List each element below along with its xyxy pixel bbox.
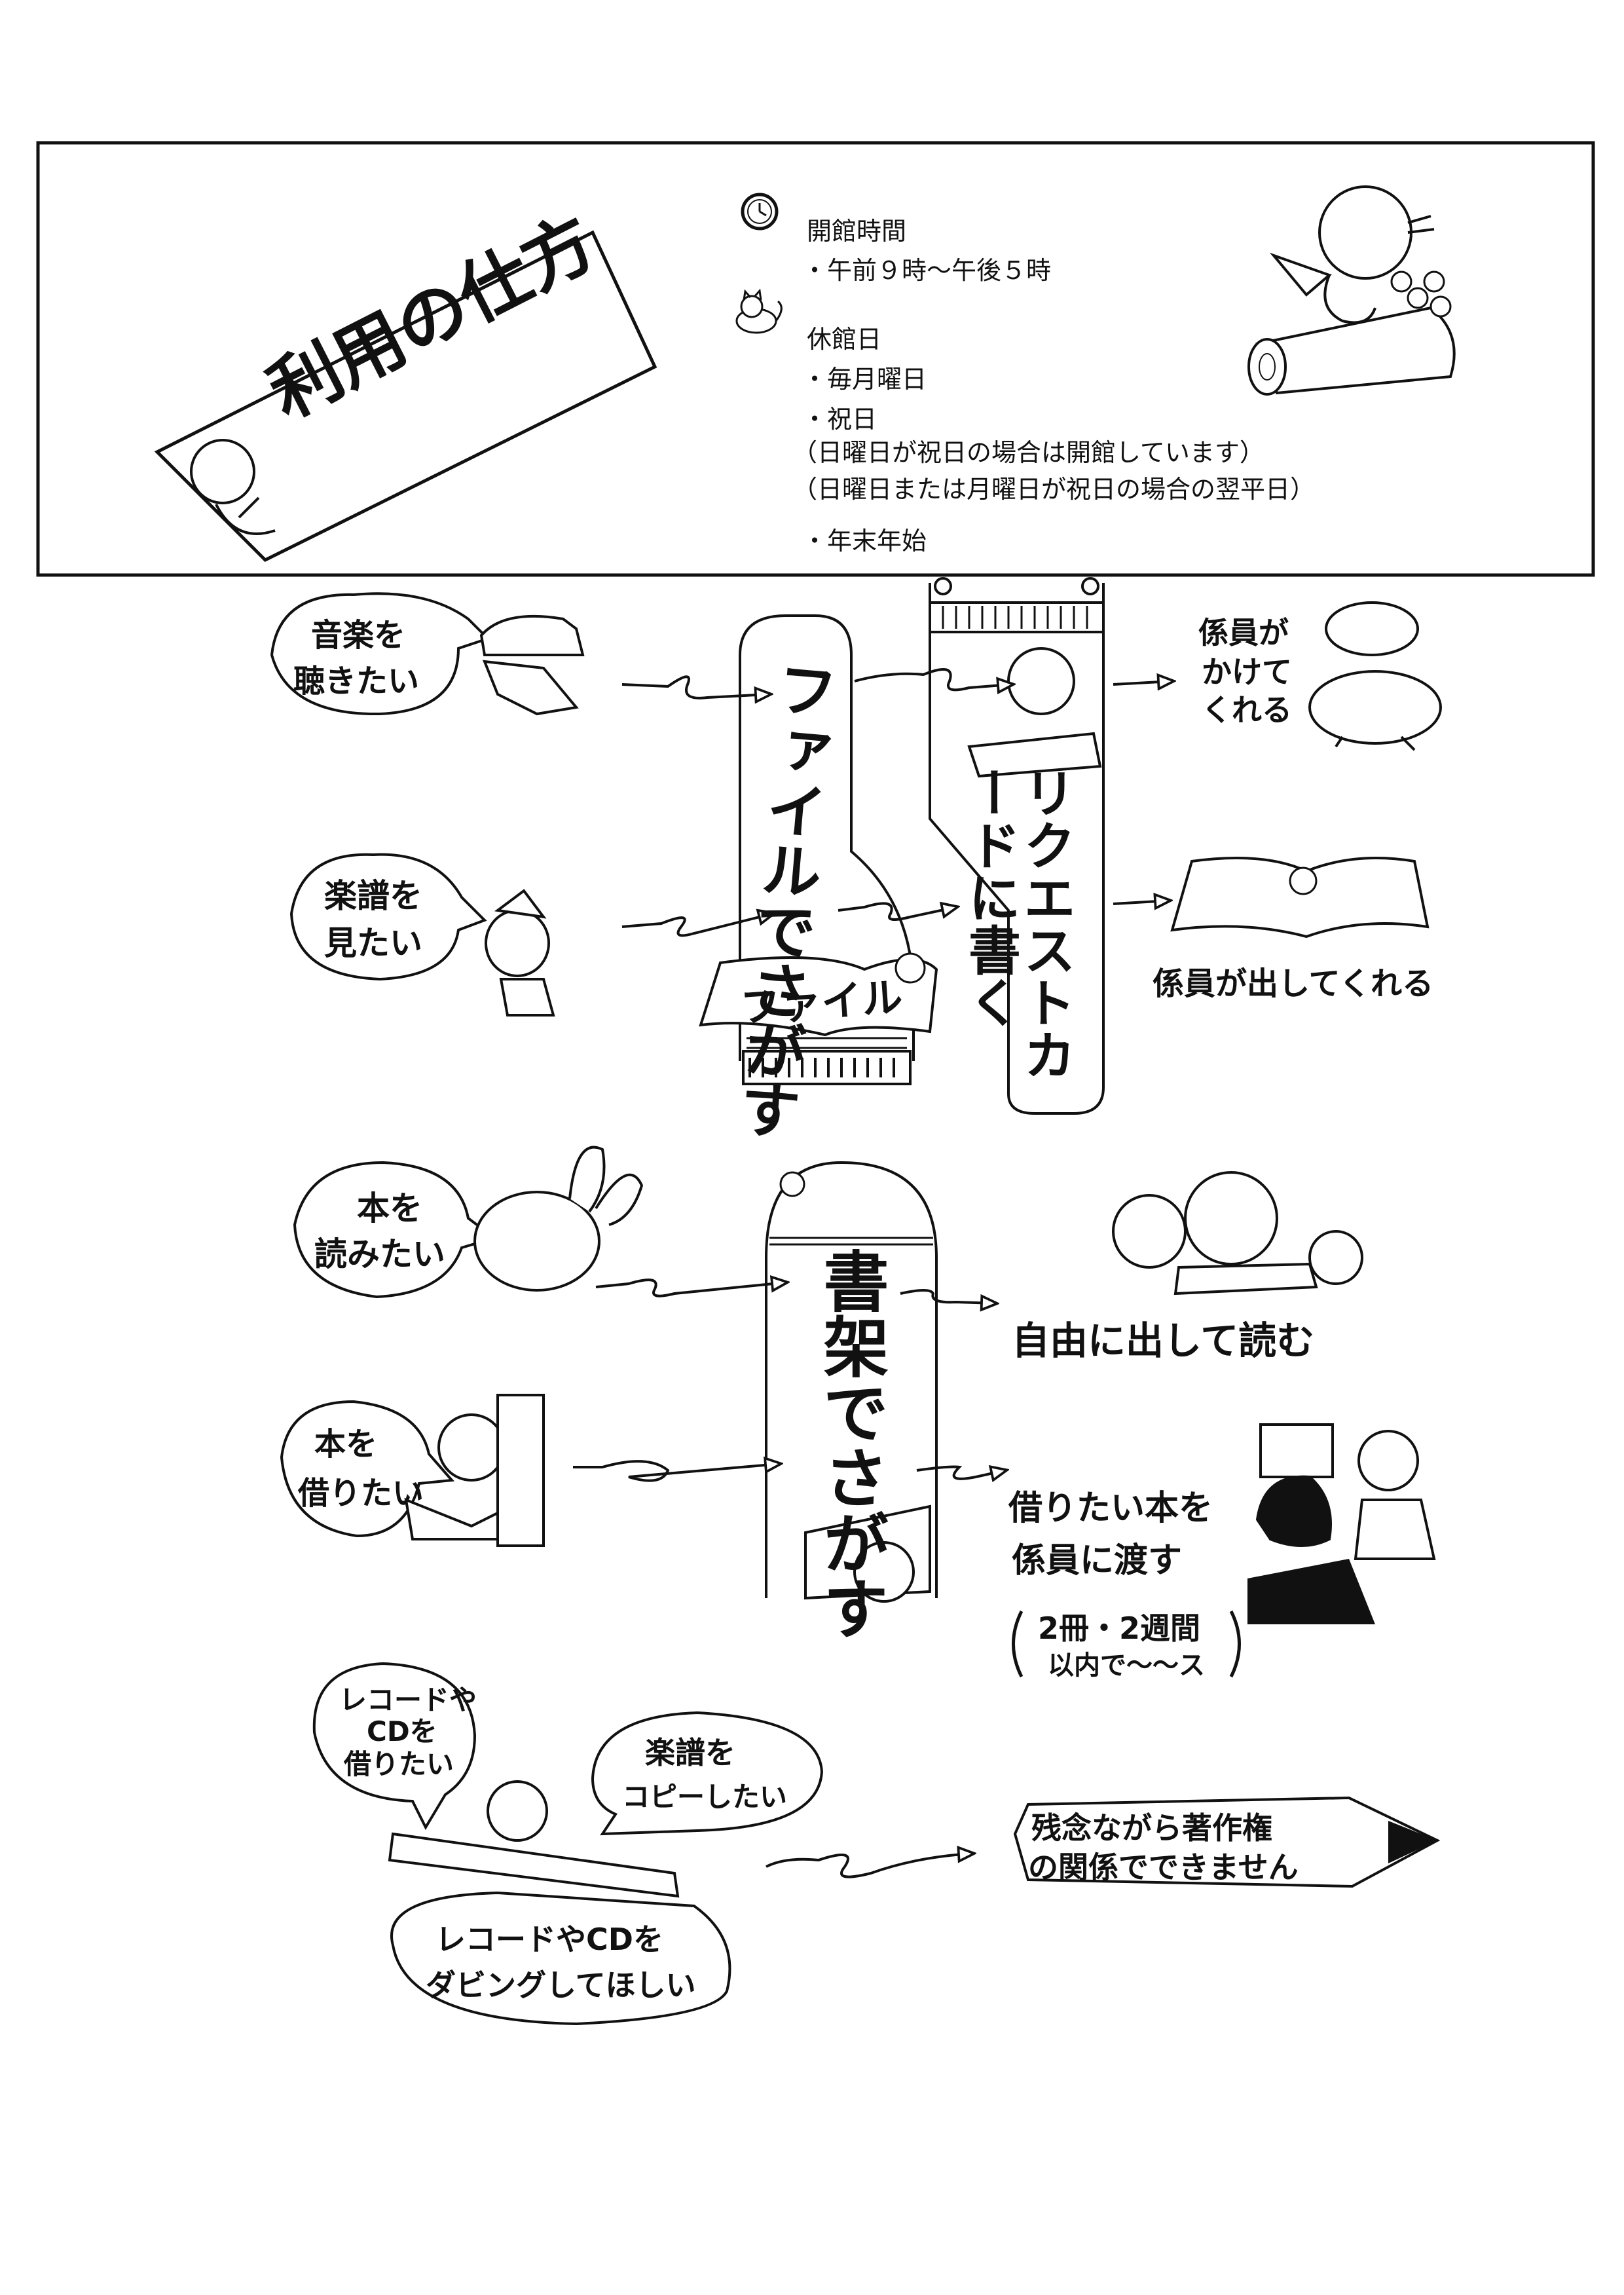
note-parenthesis-left	[1012, 1610, 1024, 1678]
hours-value: ・午前９時～午後５時	[802, 256, 1052, 285]
bubble-borrow-book-line2: 借りたい	[298, 1475, 424, 1512]
open-score-book-illustration	[1170, 857, 1430, 939]
borrow-limit-note-line2: 以内で～～ス	[1048, 1651, 1205, 1681]
request-card-column	[929, 577, 1105, 1115]
closed-item: （日曜日または月曜日が祝日の場合の翌平日）	[792, 475, 1316, 504]
result-listen-line1: 係員が	[1198, 615, 1289, 650]
note-parenthesis-right	[1229, 1610, 1241, 1678]
donkey-illustration	[1308, 601, 1442, 751]
bubble-see-score-line2: 見たい	[324, 924, 422, 962]
bubble-copy-score-line1: 楽譜を	[645, 1735, 735, 1770]
bubble-read-book-line2: 読みたい	[314, 1235, 445, 1273]
closed-item: ・年末年始	[802, 527, 927, 555]
bubble-records-line1: レコードや	[339, 1684, 477, 1716]
child-reading-illustration	[404, 1394, 545, 1547]
bubble-dub	[390, 1891, 731, 2026]
bubble-read-book-line1: 本を	[357, 1189, 422, 1227]
bubble-records	[312, 1662, 477, 1831]
closed-item: ・祝日	[802, 405, 877, 434]
bird-on-log-illustration	[1247, 185, 1456, 396]
bubble-borrow-book-line1: 本を	[314, 1426, 378, 1463]
pencil-tip	[1388, 1821, 1437, 1863]
result-copyright-line2: の関係でできません	[1028, 1850, 1299, 1885]
cat-icon	[735, 288, 783, 334]
bubble-see-score	[289, 853, 487, 981]
bubble-listen-music-line1: 音楽を	[311, 617, 406, 654]
header-frame	[36, 141, 1595, 577]
bubble-listen-music-line2: 聴きたい	[293, 663, 420, 700]
result-copyright-line1: 残念ながら著作権	[1031, 1810, 1272, 1846]
bubble-dub-line2: ダビングしてほしい	[426, 1968, 696, 2003]
card-request-label: リクエストカードに書く	[960, 766, 1076, 1081]
flow-arrows	[573, 668, 1172, 1878]
result-see-score: 係員が出してくれる	[1153, 965, 1434, 1002]
closed-item: ・毎月曜日	[802, 365, 927, 394]
result-read-book: 自由に出して読む	[1012, 1318, 1315, 1363]
bubble-copy-score	[591, 1711, 824, 1836]
shelf-search-column	[765, 1161, 938, 1603]
rabbit-character-illustration	[473, 1146, 644, 1292]
mouse-character-illustration	[485, 889, 555, 1017]
shelf-search-label: 書架でさがす	[812, 1248, 889, 1641]
result-borrow-line2: 係員に渡す	[1012, 1541, 1183, 1580]
file-book-illustration	[699, 952, 938, 1037]
result-borrow-line1: 借りたい本を	[1008, 1489, 1213, 1528]
bubble-records-line3: 借りたい	[344, 1748, 454, 1780]
result-listen-line2: かけて	[1202, 654, 1292, 690]
closed-label: 休館日	[807, 325, 882, 354]
file-search-column	[739, 614, 915, 1085]
bubble-copy-score-line2: コピーしたい	[622, 1781, 788, 1813]
bubble-see-score-line1: 楽譜を	[324, 877, 422, 915]
bubble-listen-music	[270, 592, 490, 716]
file-book-label: ファイル	[739, 973, 904, 1032]
animals-reading-illustration	[1112, 1171, 1363, 1296]
librarian-handing-book-illustration	[1247, 1423, 1436, 1624]
hours-label: 開館時間	[807, 217, 907, 246]
borrow-limit-note-line1: 2冊・2週間	[1038, 1611, 1201, 1646]
closed-item: （日曜日が祝日の場合は開館しています）	[792, 438, 1264, 467]
bubble-records-line2: CDを	[367, 1715, 437, 1747]
mouse-on-pencil-illustration	[388, 1780, 680, 1898]
dog-character-illustration	[479, 614, 585, 716]
clock-icon	[741, 193, 779, 231]
title-banner	[154, 230, 657, 563]
bubble-dub-line1: レコードやCDを	[435, 1922, 663, 1957]
result-listen-line3: くれる	[1202, 692, 1292, 728]
